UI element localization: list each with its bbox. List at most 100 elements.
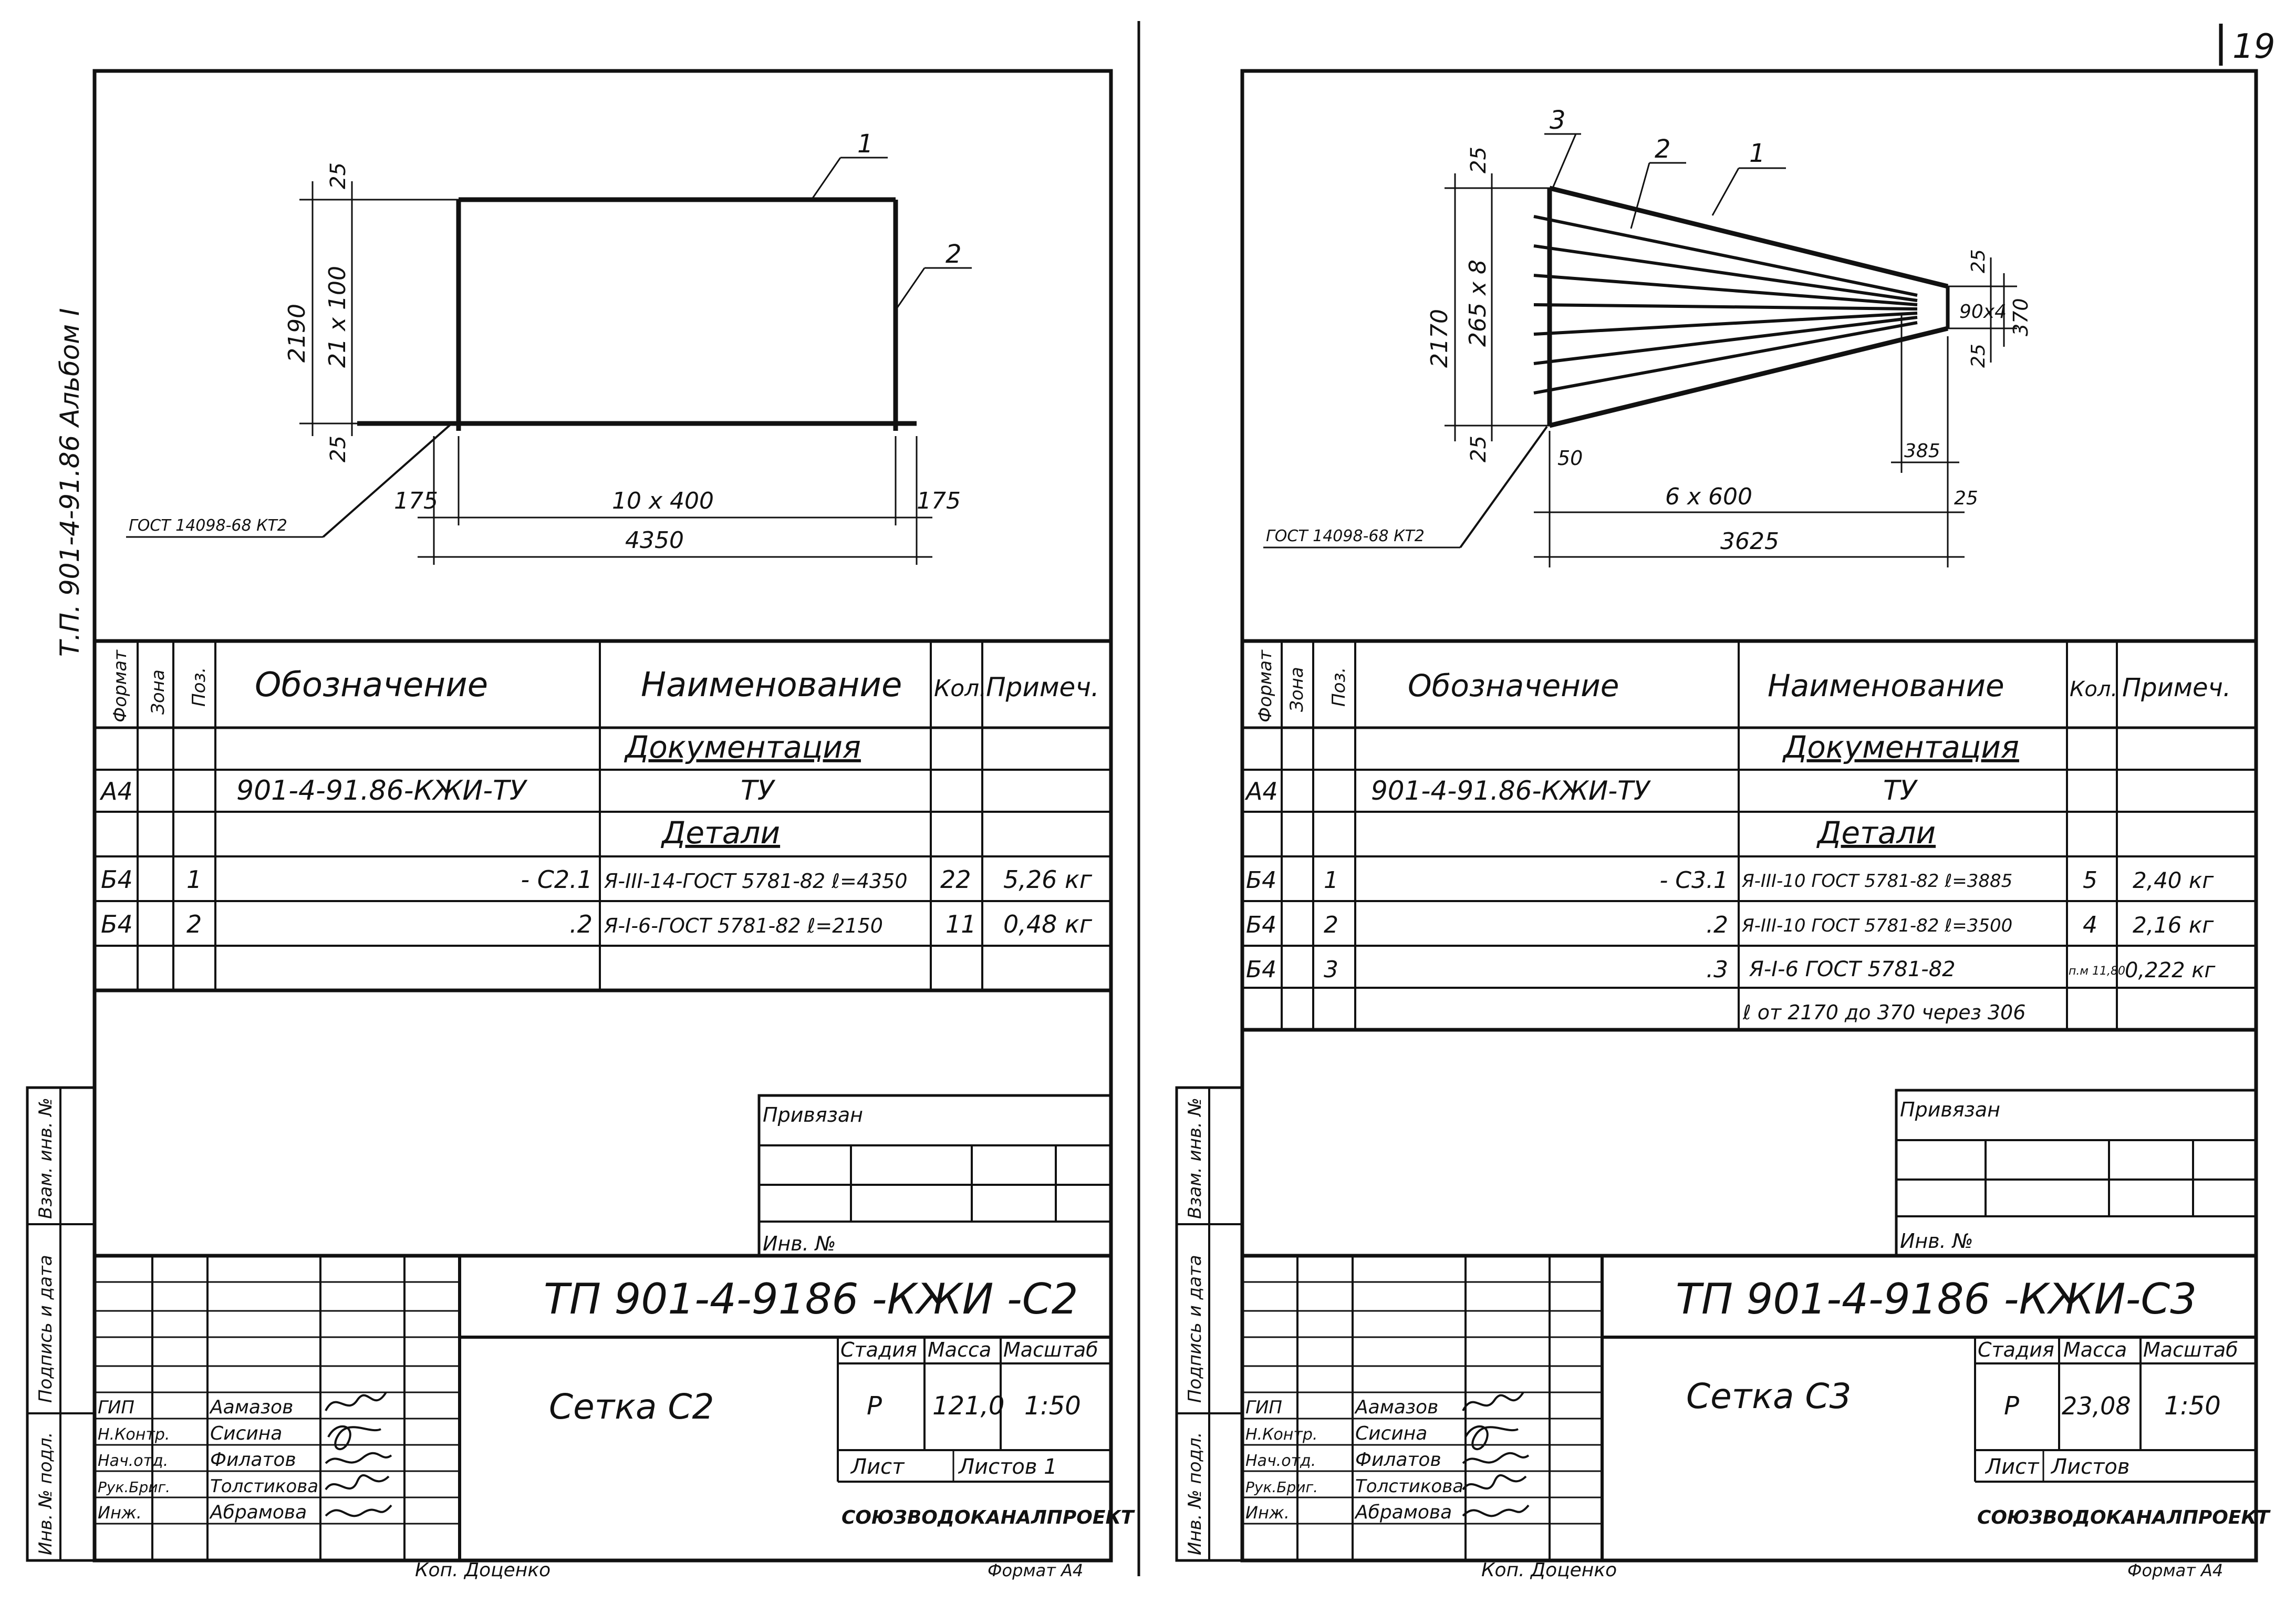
svg-text:А4: А4 [1244, 777, 1278, 805]
table-row: Б4 1 - С2.1 Я-III-14-ГОСТ 5781-82 ℓ=4350… [101, 865, 1093, 894]
svg-text:Инв. №: Инв. № [1900, 1229, 1973, 1253]
svg-text:2170: 2170 [1426, 309, 1453, 368]
svg-text:Взам. инв. №: Взам. инв. № [1185, 1098, 1206, 1219]
svg-text:Б4: Б4 [1246, 912, 1276, 938]
svg-text:Листов 1: Листов 1 [958, 1455, 1057, 1479]
table-row: Б4 2 .2 Я-III-10 ГОСТ 5781-82 ℓ=3500 4 2… [1246, 912, 2214, 938]
weld-note: ГОСТ 14098-68 КТ2 [129, 516, 287, 535]
page-number-block: 19 [2219, 24, 2275, 66]
svg-text:Инж.: Инж. [1245, 1503, 1290, 1523]
svg-text:Поз.: Поз. [1328, 667, 1349, 707]
drawing-code: ТП 901-4-9186 -КЖИ-С3 [1676, 1275, 2197, 1324]
org-name: СОЮЗВОДОКАНАЛПРОЕКТ [1977, 1507, 2271, 1528]
svg-text:175: 175 [394, 488, 438, 514]
svg-text:ТУ: ТУ [741, 775, 776, 806]
svg-text:6 x 600: 6 x 600 [1665, 483, 1752, 510]
svg-text:Р: Р [2004, 1391, 2019, 1421]
svg-text:25: 25 [1467, 147, 1491, 173]
svg-text:Примеч.: Примеч. [986, 672, 1099, 702]
svg-text:ГИП: ГИП [98, 1397, 134, 1418]
bar-edge-bottom [1549, 326, 1949, 428]
svg-text:Стадия: Стадия [840, 1338, 917, 1361]
svg-text:Обозначение: Обозначение [255, 666, 488, 705]
svg-text:10 x 400: 10 x 400 [612, 488, 714, 514]
svg-text:1: 1 [1749, 139, 1765, 168]
privyazan-left: Привязан Инв. № [757, 1094, 1113, 1257]
svg-text:- С2.1: - С2.1 [521, 865, 593, 894]
svg-text:Сисина: Сисина [210, 1423, 282, 1444]
svg-text:25: 25 [1954, 488, 1978, 509]
svg-text:3625: 3625 [1720, 528, 1779, 555]
svg-text:Документация: Документация [1782, 729, 2019, 765]
table-row: Б4 3 .3 Я-I-6 ГОСТ 5781-82 п.м 11,80 0,2… [1246, 956, 2216, 983]
svg-text:Коп. Доценко: Коп. Доценко [1481, 1559, 1617, 1581]
svg-text:Я-I-6-ГОСТ 5781-82 ℓ=2150: Я-I-6-ГОСТ 5781-82 ℓ=2150 [604, 914, 883, 937]
right-frame [1240, 69, 2258, 1563]
svg-text:385: 385 [1904, 440, 1940, 462]
svg-text:Зона: Зона [148, 669, 169, 715]
svg-text:370: 370 [2009, 298, 2032, 336]
svg-text:23,08: 23,08 [2062, 1392, 2131, 1420]
spec-table-right: Формат Зона Поз. Обозначение Наименовани… [1242, 639, 2256, 1032]
svg-text:5,26 кг: 5,26 кг [1003, 865, 1093, 894]
svg-text:Филатов: Филатов [210, 1449, 296, 1471]
svg-text:Рук.Бриг.: Рук.Бриг. [98, 1478, 170, 1496]
svg-text:Н.Контр.: Н.Контр. [1245, 1425, 1317, 1444]
svg-text:Детали: Детали [1816, 815, 1936, 851]
svg-text:121,0: 121,0 [932, 1391, 1004, 1421]
svg-text:Толстикова: Толстикова [1355, 1476, 1463, 1497]
svg-text:Подпись и дата: Подпись и дата [1185, 1255, 1206, 1403]
svg-text:2190: 2190 [284, 304, 310, 363]
svg-text:Документация: Документация [624, 729, 861, 765]
svg-text:А4: А4 [99, 777, 133, 805]
title-block-right: ТП 901-4-9186 -КЖИ-С3 Сетка С3 Стадия Ма… [1242, 1254, 2271, 1560]
svg-text:Взам. инв. №: Взам. инв. № [35, 1098, 56, 1219]
svg-text:Рук.Бриг.: Рук.Бриг. [1245, 1478, 1318, 1496]
svg-text:Аамазов: Аамазов [1354, 1397, 1438, 1418]
svg-text:25: 25 [326, 436, 350, 462]
svg-text:Сисина: Сисина [1355, 1423, 1427, 1444]
right-sheet: 2170 265 x 8 25 25 90x4 370 25 25 50 6 x… [1175, 69, 2271, 1581]
svg-text:1: 1 [857, 129, 874, 159]
left-frame [92, 69, 1113, 1563]
svg-text:Формат А4: Формат А4 [988, 1560, 1083, 1580]
privyazan-right: Привязан Инв. № [1895, 1089, 2258, 1257]
svg-text:4350: 4350 [625, 527, 684, 554]
svg-text:Лист: Лист [850, 1455, 905, 1479]
svg-text:Привязан: Привязан [763, 1103, 863, 1126]
svg-text:Я-III-10 ГОСТ 5781-82 ℓ=3500: Я-III-10 ГОСТ 5781-82 ℓ=3500 [1741, 915, 2012, 936]
svg-text:ГИП: ГИП [1245, 1397, 1282, 1418]
svg-text:Зона: Зона [1286, 667, 1307, 712]
svg-text:25: 25 [1968, 249, 1989, 273]
svg-text:11: 11 [946, 910, 976, 938]
svg-text:Инж.: Инж. [98, 1503, 142, 1523]
mesh-c2-drawing: 2190 21 x 100 25 25 175 10 x 400 175 435… [126, 129, 972, 565]
bar-edge-top [1549, 185, 1949, 289]
svg-text:Б4: Б4 [1246, 867, 1276, 894]
svg-text:Инв. № подл.: Инв. № подл. [1185, 1432, 1206, 1555]
svg-text:Б4: Б4 [101, 910, 133, 938]
svg-text:265 x 8: 265 x 8 [1464, 260, 1491, 347]
svg-text:Я-I-6 ГОСТ 5781-82: Я-I-6 ГОСТ 5781-82 [1749, 957, 1956, 981]
svg-text:Масса: Масса [928, 1338, 991, 1361]
signature-scribbles [1462, 1391, 1530, 1517]
title-block-left: ТП 901-4-9186 -КЖИ -С2 Сетка С2 Стадия М… [95, 1254, 1135, 1560]
svg-text:Аамазов: Аамазов [209, 1397, 293, 1418]
svg-text:ТУ: ТУ [1883, 775, 1918, 806]
svg-text:0,48 кг: 0,48 кг [1003, 910, 1093, 938]
svg-text:Н.Контр.: Н.Контр. [98, 1425, 170, 1444]
svg-text:Формат А4: Формат А4 [2127, 1560, 2223, 1580]
svg-text:901-4-91.86-КЖИ-ТУ: 901-4-91.86-КЖИ-ТУ [1371, 776, 1651, 806]
svg-text:5: 5 [2083, 867, 2097, 894]
sheet-name: Сетка С2 [549, 1387, 714, 1427]
svg-text:Я-III-10 ГОСТ 5781-82 ℓ=3885: Я-III-10 ГОСТ 5781-82 ℓ=3885 [1741, 871, 2012, 892]
svg-text:25: 25 [326, 162, 350, 189]
svg-text:3: 3 [1324, 956, 1338, 983]
svg-text:50: 50 [1557, 447, 1583, 470]
svg-text:Абрамова: Абрамова [209, 1502, 307, 1523]
page-number: 19 [2232, 27, 2275, 66]
svg-text:2,16 кг: 2,16 кг [2133, 912, 2214, 938]
svg-text:2,40 кг: 2,40 кг [2133, 867, 2214, 893]
album-label: Т.П. 901-4-91.86 Альбом I [55, 308, 85, 657]
